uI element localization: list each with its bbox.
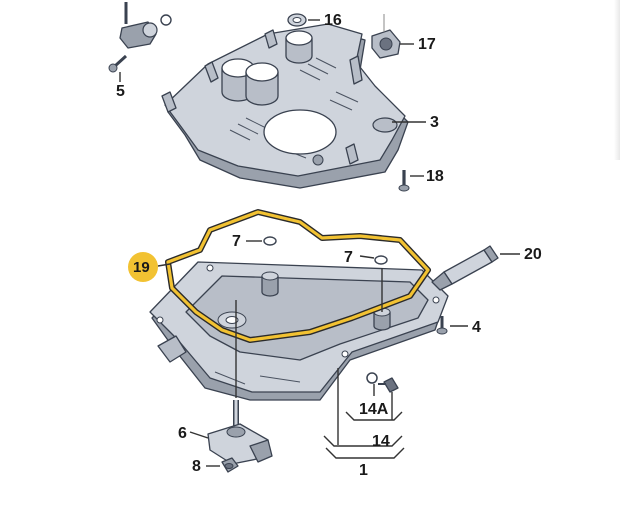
callout-16: 16: [324, 12, 342, 29]
page-edge-shadow: [614, 0, 620, 160]
bolt-4: [436, 316, 448, 335]
callout-1: 1: [359, 462, 368, 479]
callout-17: 17: [418, 36, 436, 53]
callout-8: 8: [192, 458, 201, 475]
callout-20: 20: [524, 246, 542, 263]
oil-level-sensor-top: [119, 2, 172, 49]
o-ring-7b: [374, 255, 388, 265]
baffle-plate-part: [161, 23, 409, 189]
twin-tubes: [221, 58, 279, 106]
callout-6: 6: [178, 425, 187, 442]
bolt-18: [398, 170, 410, 192]
pan-bosses: [217, 271, 391, 331]
leader-lines: [119, 19, 520, 467]
callout-14a: 14A: [359, 401, 389, 418]
o-ring-7a: [263, 236, 277, 246]
drain-plug-14: [366, 372, 399, 393]
baffle-opening: [263, 109, 337, 155]
washer-16: [287, 13, 307, 27]
callout-4: 4: [472, 319, 481, 336]
clip-17: [371, 14, 401, 59]
spigot: [285, 30, 313, 64]
callout-19: 19: [133, 259, 150, 276]
callout-14: 14: [372, 433, 390, 450]
gasket-19: [165, 209, 431, 343]
callout-3: 3: [430, 114, 439, 131]
callout-7a: 7: [232, 233, 241, 250]
callout-5: 5: [116, 83, 125, 100]
sealant-tube-20: [431, 245, 499, 291]
callout-7b: 7: [344, 249, 353, 266]
nut-8: [221, 457, 239, 473]
callout-19-badge: 19: [128, 252, 171, 282]
oil-level-sensor-6: [207, 400, 273, 465]
bolt-5: [108, 54, 128, 73]
callout-18: 18: [426, 168, 444, 185]
